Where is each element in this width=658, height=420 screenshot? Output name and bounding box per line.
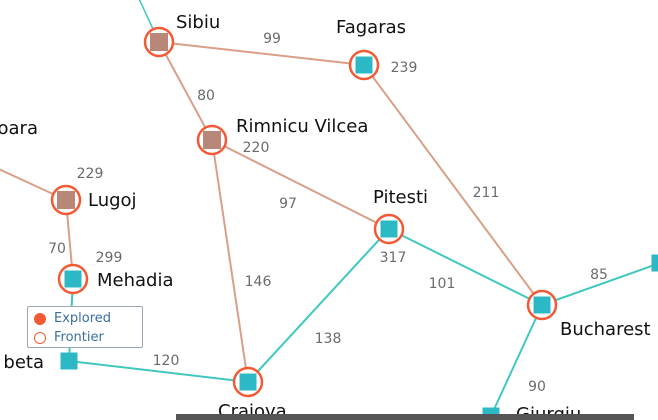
legend-explored: Explored: [34, 309, 136, 328]
distance-label-pitesti-craiova: 138: [315, 331, 342, 347]
city-label-sibiu: Sibiu: [176, 12, 220, 33]
node-square-icon: [57, 191, 75, 209]
city-node-urziceni[interactable]: [651, 254, 658, 272]
node-square-icon: [355, 56, 373, 74]
city-node-fagaras[interactable]: [348, 49, 380, 81]
distance-label-bucharest-urziceni: 85: [590, 267, 608, 283]
city-label-bucharest: Bucharest: [560, 319, 651, 340]
road-rimnicu-craiova: [211, 139, 249, 383]
node-layer: [50, 26, 658, 420]
city-node-lugoj[interactable]: [50, 184, 82, 216]
city-label-lugoj: Lugoj: [88, 190, 137, 211]
distance-label-lugoj-mehadia: 70: [48, 241, 66, 257]
distance-label-bucharest-giurgiu: 90: [528, 379, 546, 395]
road-pitesti-craiova: [247, 228, 390, 383]
distance-label-pitesti-bucharest: 101: [429, 276, 456, 292]
node-square-icon: [203, 131, 221, 149]
legend-frontier: Frontier: [34, 328, 136, 347]
road-rimnicu-pitesti: [211, 139, 390, 230]
legend-frontier-label: Frontier: [54, 330, 104, 345]
city-label-pitesti: Pitesti: [373, 187, 428, 208]
scroll-strip: [176, 414, 634, 420]
city-label-fagaras: Fagaras: [336, 17, 406, 38]
path-cost-rimnicu: 220: [243, 140, 270, 156]
city-label-rimnicu: Rimnicu Vilcea: [236, 116, 368, 137]
node-square-icon: [533, 296, 551, 314]
frontier-ring-icon: [34, 331, 46, 344]
node-square-icon: [150, 33, 168, 51]
city-node-mehadia[interactable]: [57, 263, 89, 295]
distance-label-fagaras-bucharest: 211: [473, 185, 500, 201]
road-pitesti-bucharest: [388, 228, 543, 306]
distance-label-sibiu-rimnicu: 80: [197, 88, 215, 104]
road-fagaras-bucharest: [363, 64, 543, 306]
node-square-icon: [380, 220, 398, 238]
city-node-drobeta[interactable]: [60, 352, 78, 370]
city-node-sibiu[interactable]: [143, 26, 175, 58]
city-node-rimnicu[interactable]: [196, 124, 228, 156]
road-sibiu-rimnicu: [158, 41, 213, 141]
road-drobeta-craiova: [68, 360, 249, 383]
node-square-icon: [239, 373, 257, 391]
distance-label-rimnicu-craiova: 146: [245, 274, 272, 290]
city-label-mehadia: Mehadia: [97, 270, 174, 291]
legend: Explored Frontier: [27, 306, 143, 348]
distance-label-rimnicu-pitesti: 97: [279, 196, 297, 212]
node-square-icon: [651, 254, 658, 272]
city-node-craiova[interactable]: [232, 366, 264, 398]
road-bucharest-giurgiu: [490, 304, 543, 417]
path-cost-fagaras: 239: [391, 60, 418, 76]
legend-explored-label: Explored: [54, 311, 112, 326]
explored-dot-icon: [34, 312, 46, 325]
road-sibiu-fagaras: [158, 41, 365, 66]
distance-label-drobeta-craiova: 120: [153, 353, 180, 369]
path-cost-pitesti: 317: [380, 250, 407, 266]
distance-label-sibiu-fagaras: 99: [263, 31, 281, 47]
node-square-icon: [60, 352, 78, 370]
path-cost-lugoj: 229: [77, 166, 104, 182]
city-node-pitesti[interactable]: [373, 213, 405, 245]
city-label-drobeta: beta: [3, 352, 44, 373]
city-node-bucharest[interactable]: [526, 289, 558, 321]
road-bucharest-urziceni: [541, 262, 658, 306]
path-cost-mehadia: 299: [96, 250, 123, 266]
label-layer: 99 80 211 97 146 70 101 138 120 85 90 Sibiu FagarasR…: [0, 12, 651, 420]
node-square-icon: [64, 270, 82, 288]
city-label-timisoara: oara: [0, 118, 38, 139]
